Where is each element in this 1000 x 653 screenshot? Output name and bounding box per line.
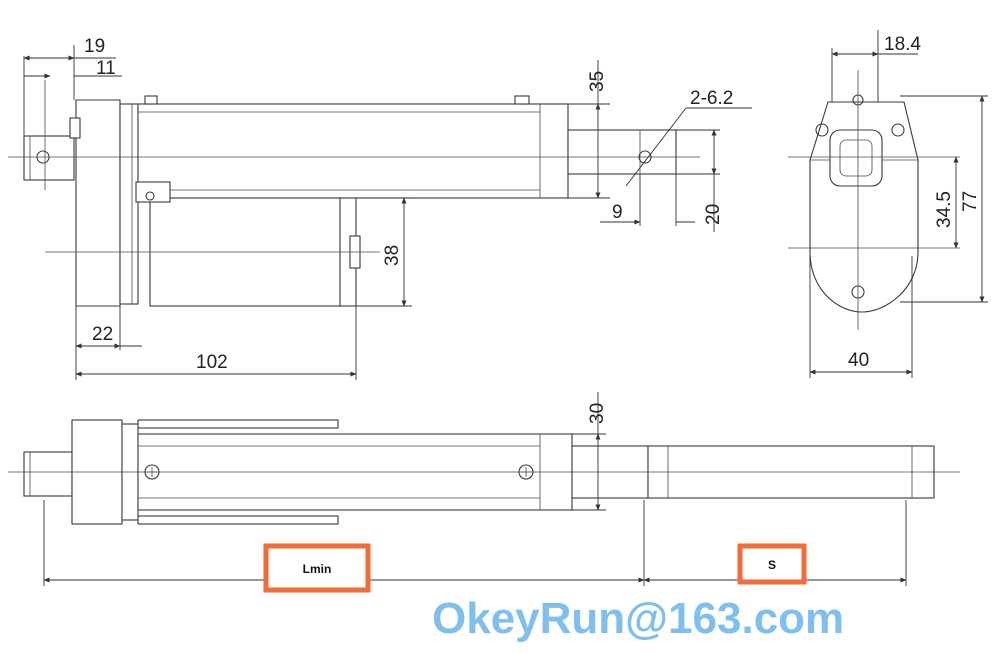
dim-35: 35 xyxy=(587,71,608,92)
dim-19: 19 xyxy=(84,36,105,57)
dim-102: 102 xyxy=(196,352,228,373)
end-view: 18.4 34.5 77 40 xyxy=(788,30,988,378)
stroke-label: S xyxy=(768,558,776,572)
dim-30: 30 xyxy=(587,403,608,424)
watermark: OkeyRun@163.com xyxy=(432,594,844,643)
dim-20: 20 xyxy=(703,204,724,225)
end-view-tube xyxy=(829,129,883,187)
dim-77: 77 xyxy=(960,191,981,212)
stroke-label-box xyxy=(737,543,807,585)
bottom-view: 30 Lmin S xyxy=(8,392,960,593)
dim-hole: 2-6.2 xyxy=(690,88,733,109)
dim-22: 22 xyxy=(92,324,113,345)
front-rod-end xyxy=(567,129,677,175)
outer-tube xyxy=(137,103,569,199)
dim-40: 40 xyxy=(848,350,869,371)
lmin-label-box xyxy=(263,543,371,593)
dim-38: 38 xyxy=(382,245,403,266)
dim-11: 11 xyxy=(96,58,116,79)
dim-9: 9 xyxy=(612,202,623,223)
top-view: 19 11 35 2-6.2 9 20 38 xyxy=(8,36,752,380)
dim-34-5: 34.5 xyxy=(934,191,955,228)
dim-18-4: 18.4 xyxy=(884,34,921,55)
gearbox-housing xyxy=(75,99,121,307)
rear-clevis-plan xyxy=(23,451,73,497)
lmin-label: Lmin xyxy=(303,562,332,576)
